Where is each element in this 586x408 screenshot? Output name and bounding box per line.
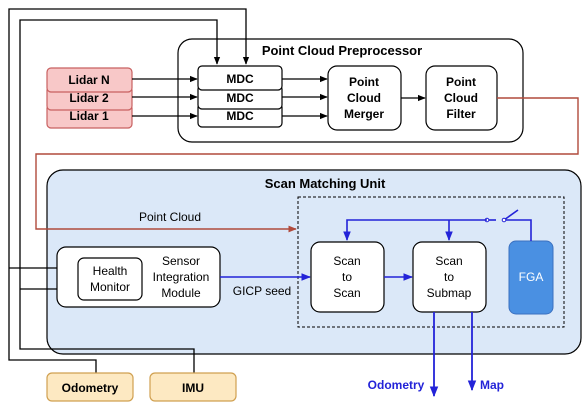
- filter-label-line1: Point: [446, 75, 476, 89]
- odometry-input-wire: [8, 8, 250, 373]
- switch-to-scan-feed: [343, 219, 487, 241]
- scan-matching-dashed-region: [297, 196, 565, 328]
- merger-label-line2: Cloud: [347, 91, 381, 105]
- imu-input-label: IMU: [182, 381, 204, 395]
- fga-feedback-wire: [504, 219, 532, 241]
- imu-input-wire: [19, 19, 221, 373]
- sensor-label-line1: Sensor: [162, 254, 200, 268]
- scan-to-scan-line3: Scan: [333, 286, 360, 300]
- health-label-line1: Health: [93, 264, 128, 278]
- scan-to-scan-line1: Scan: [333, 254, 360, 268]
- odometry-input-label: Odometry: [62, 381, 119, 395]
- mdc-1-label: MDC: [226, 109, 254, 123]
- point-cloud-label: Point Cloud: [139, 210, 201, 224]
- scan-matching-unit-title: Scan Matching Unit: [265, 176, 386, 191]
- preprocessor-title: Point Cloud Preprocessor: [262, 43, 422, 58]
- mdc-n-box: [197, 65, 283, 91]
- imu-input-box: [149, 372, 237, 402]
- switch-lever: [503, 209, 519, 221]
- health-label-line2: Monitor: [90, 280, 130, 294]
- health-monitor-box: [77, 257, 143, 301]
- filter-label-line2: Cloud: [444, 91, 478, 105]
- lidar-n-label: Lidar N: [68, 73, 109, 87]
- odometry-output-label: Odometry: [368, 378, 425, 392]
- merger-label-line3: Merger: [344, 107, 384, 121]
- merger-label-line1: Point: [349, 75, 379, 89]
- sensor-label-line2: Integration: [153, 270, 210, 284]
- switch-contact-right: [501, 217, 507, 223]
- lidar-n-box: [46, 67, 133, 93]
- scan-to-submap-line3: Submap: [427, 286, 472, 300]
- gicp-seed-label: GICP seed: [233, 284, 291, 298]
- odometry-input-box: [46, 372, 134, 402]
- lidar-2-label: Lidar 2: [69, 91, 109, 105]
- mdc-n-label: MDC: [226, 72, 254, 86]
- scan-to-submap-box: [412, 241, 487, 313]
- scan-to-submap-line2: to: [444, 270, 454, 284]
- filter-label-line3: Filter: [446, 107, 476, 121]
- scan-to-scan-line2: to: [342, 270, 352, 284]
- fga-label: FGA: [519, 270, 544, 284]
- map-output-label: Map: [480, 378, 504, 392]
- mdc-2-label: MDC: [226, 91, 254, 105]
- scan-to-submap-line1: Scan: [435, 254, 462, 268]
- sensor-label-line3: Module: [161, 286, 201, 300]
- lidar-1-label: Lidar 1: [69, 109, 109, 123]
- point-cloud-wire: [35, 97, 579, 233]
